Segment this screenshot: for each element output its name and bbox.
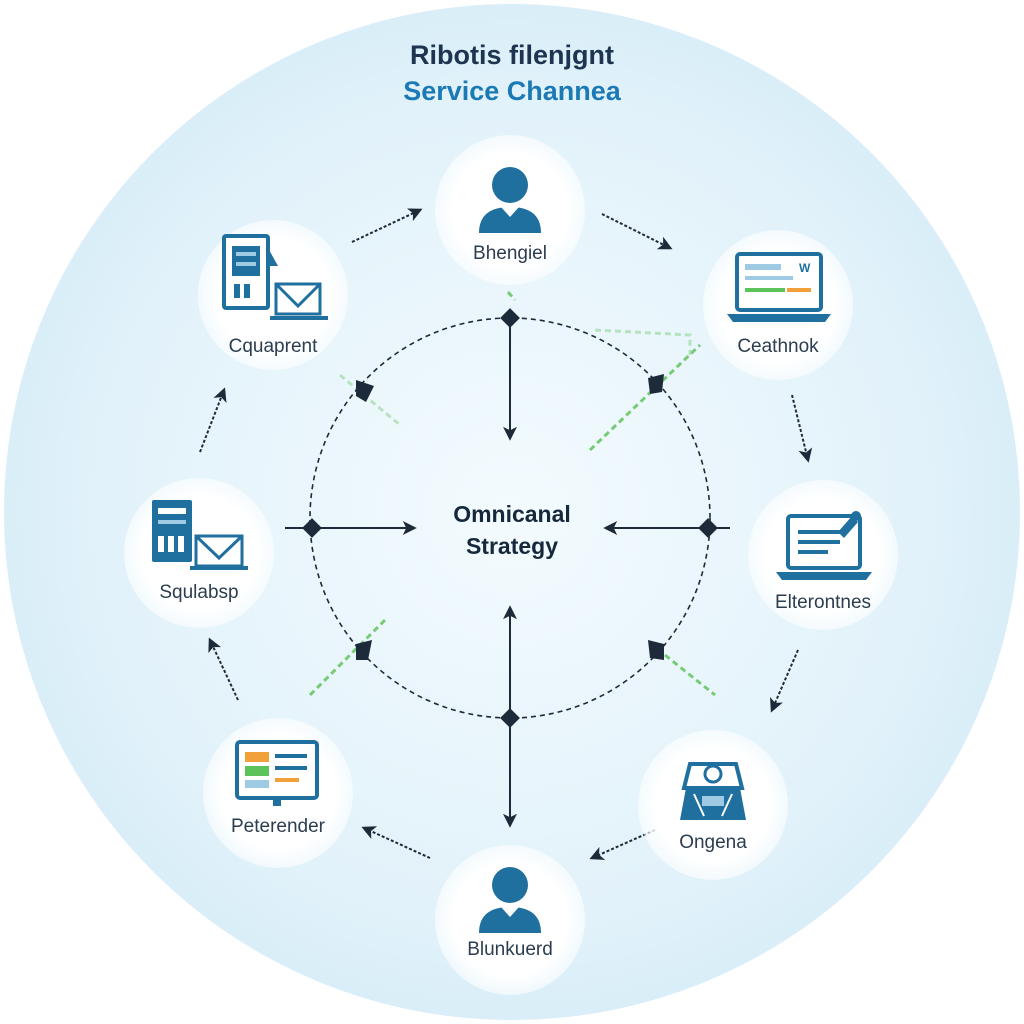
channel-node[interactable]: Squlabsp [124,478,274,628]
channel-node[interactable]: W Ceathnok [703,230,853,380]
green-accents [308,291,716,697]
node-label: Ceathnok [737,336,819,357]
node-label: Elterontnes [774,592,872,613]
center-label-line2: Strategy [465,533,559,559]
node-label: Squlabsp [159,582,239,603]
inner-dashed-circle [309,317,711,719]
channel-node[interactable]: Peterender [203,718,353,868]
node-label: Bhengiel [473,243,547,264]
node-label: Blunkuerd [467,939,553,960]
channel-node[interactable]: Ongena [638,730,788,880]
center-label: Omnicanal Strategy [392,498,632,562]
node-label: Cquaprent [228,336,318,357]
channel-node[interactable]: Cquaprent [198,220,348,370]
diagram-title: Ribotis filenjgnt [410,40,614,70]
channel-node[interactable]: Elterontnes [748,480,898,630]
laptop-edit-icon [776,511,872,580]
center-label-line1: Omnicanal [453,501,571,527]
device-mail-icon [152,500,248,570]
monitor-icon [235,740,319,806]
kiosk-icon [680,762,746,820]
channel-node[interactable]: Blunkuerd [435,845,585,995]
channel-node[interactable]: Bhengiel [435,135,585,285]
person-icon [479,867,541,933]
svg-text:W: W [799,261,811,275]
person-icon [479,167,541,233]
device-mail-icon [222,234,328,320]
laptop-icon: W [727,252,831,322]
circle-nodes [302,308,718,728]
node-label: Ongena [679,832,747,853]
diagram-subtitle: Service Channea [403,76,621,106]
node-label: Peterender [230,816,325,837]
